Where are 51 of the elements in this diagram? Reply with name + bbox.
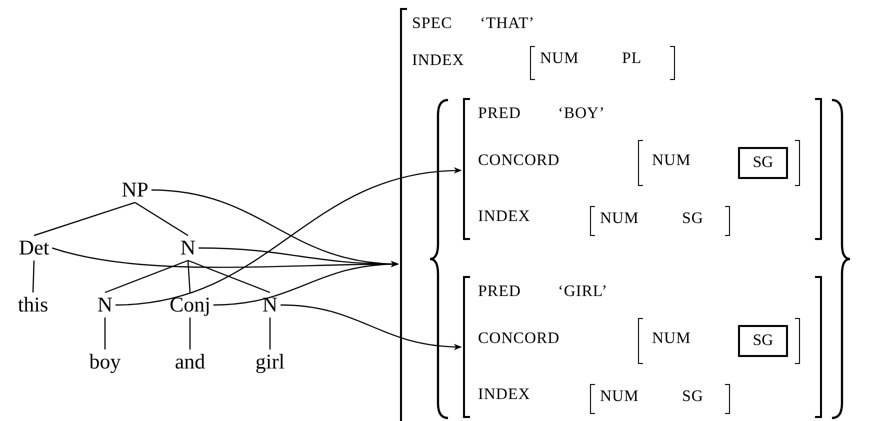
value-label: ‘THAT’ — [480, 14, 535, 34]
tree-branch — [34, 202, 136, 236]
value-label: INDEX — [478, 207, 530, 227]
attribute-label: PRED — [478, 104, 521, 124]
set-braces — [430, 98, 850, 420]
value-label: SG — [682, 387, 704, 407]
feature-matrix — [590, 206, 730, 236]
value-label: PL — [622, 49, 642, 69]
word-label: this — [16, 294, 50, 316]
tree-branch — [189, 318, 191, 350]
attribute-label: PRED — [478, 282, 521, 302]
feature-matrix — [638, 140, 800, 186]
boxed-value: SG — [738, 325, 788, 357]
category-label: Conj — [168, 294, 212, 316]
tree-branch — [104, 260, 188, 294]
feature-matrix — [463, 98, 822, 240]
arrow — [213, 261, 399, 306]
attribute-label: NUM — [652, 329, 691, 349]
attribute-label: SPEC — [412, 14, 452, 34]
attribute-label: INDEX — [412, 51, 464, 71]
category-label: Det — [18, 238, 50, 258]
tree-branch — [104, 318, 106, 350]
category-label: N — [96, 294, 114, 316]
category-label: N — [261, 294, 279, 316]
word-label: girl — [254, 352, 286, 372]
tree-branch — [188, 260, 270, 294]
value-label: SG — [682, 209, 704, 229]
attribute-label: CONCORD — [478, 151, 560, 171]
feature-matrix — [463, 276, 822, 418]
value-label: INDEX — [478, 385, 530, 405]
feature-matrix — [590, 384, 730, 414]
attribute-label: NUM — [652, 151, 691, 171]
feature-matrix — [530, 46, 675, 80]
tree-branch — [187, 260, 191, 293]
tree-branch — [134, 202, 188, 236]
attribute-label: NUM — [600, 209, 639, 229]
word-label: and — [174, 352, 206, 372]
tree-branch — [32, 260, 35, 293]
category-label: NP — [120, 180, 150, 200]
arrow — [116, 168, 462, 306]
category-label: N — [179, 238, 197, 258]
value-label: ‘BOY’ — [558, 104, 605, 124]
attribute-label: NUM — [540, 49, 579, 69]
attribute-label: NUM — [600, 387, 639, 407]
value-label: ‘GIRL’ — [558, 282, 608, 302]
feature-matrix — [638, 318, 800, 364]
word-label: boy — [88, 352, 122, 372]
tree-branch — [269, 318, 271, 350]
boxed-value: SG — [738, 147, 788, 179]
arrow — [280, 304, 462, 350]
attribute-label: CONCORD — [478, 329, 560, 349]
